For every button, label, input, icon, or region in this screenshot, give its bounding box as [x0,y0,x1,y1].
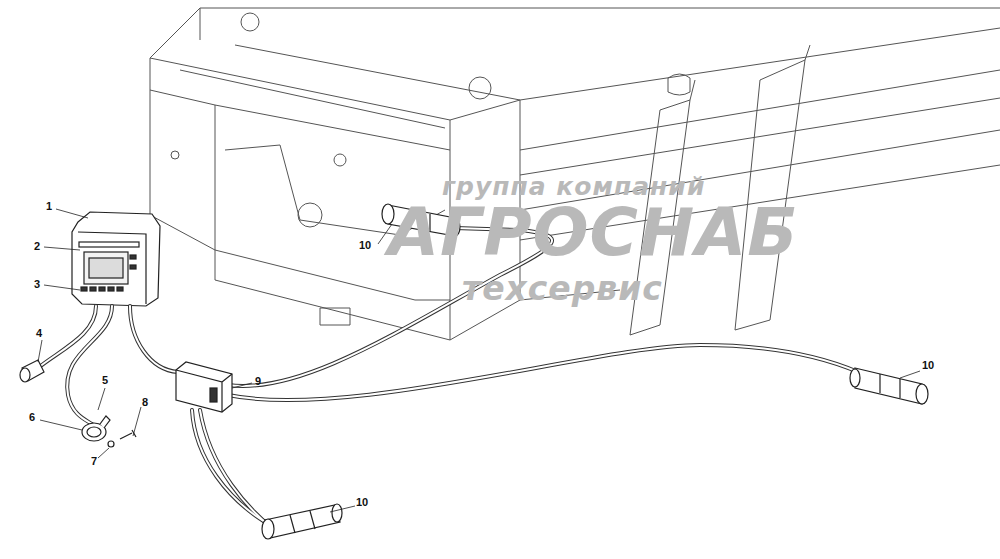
connector [20,360,44,382]
callout-number: 7 [91,456,97,467]
callout-number: 3 [34,279,40,290]
callout-number: 10 [922,360,934,371]
callout-number: 9 [255,376,261,387]
callout-number: 10 [356,497,368,508]
junction-box [176,362,232,412]
clamp [82,416,136,447]
watermark: АГРОСНАБ [388,200,799,266]
cables [38,228,858,528]
callout-number: 2 [34,241,40,252]
hopper-body [150,8,1000,340]
callout-number: 8 [142,397,148,408]
callout-number: 10 [359,240,371,251]
callout-number: 5 [102,375,108,386]
display-unit [72,212,160,306]
watermark: техсервис [462,272,663,305]
callout-number: 4 [36,328,42,339]
watermark: группа компаний [442,174,705,199]
callout-number: 1 [46,201,52,212]
callout-number: 6 [29,412,35,423]
